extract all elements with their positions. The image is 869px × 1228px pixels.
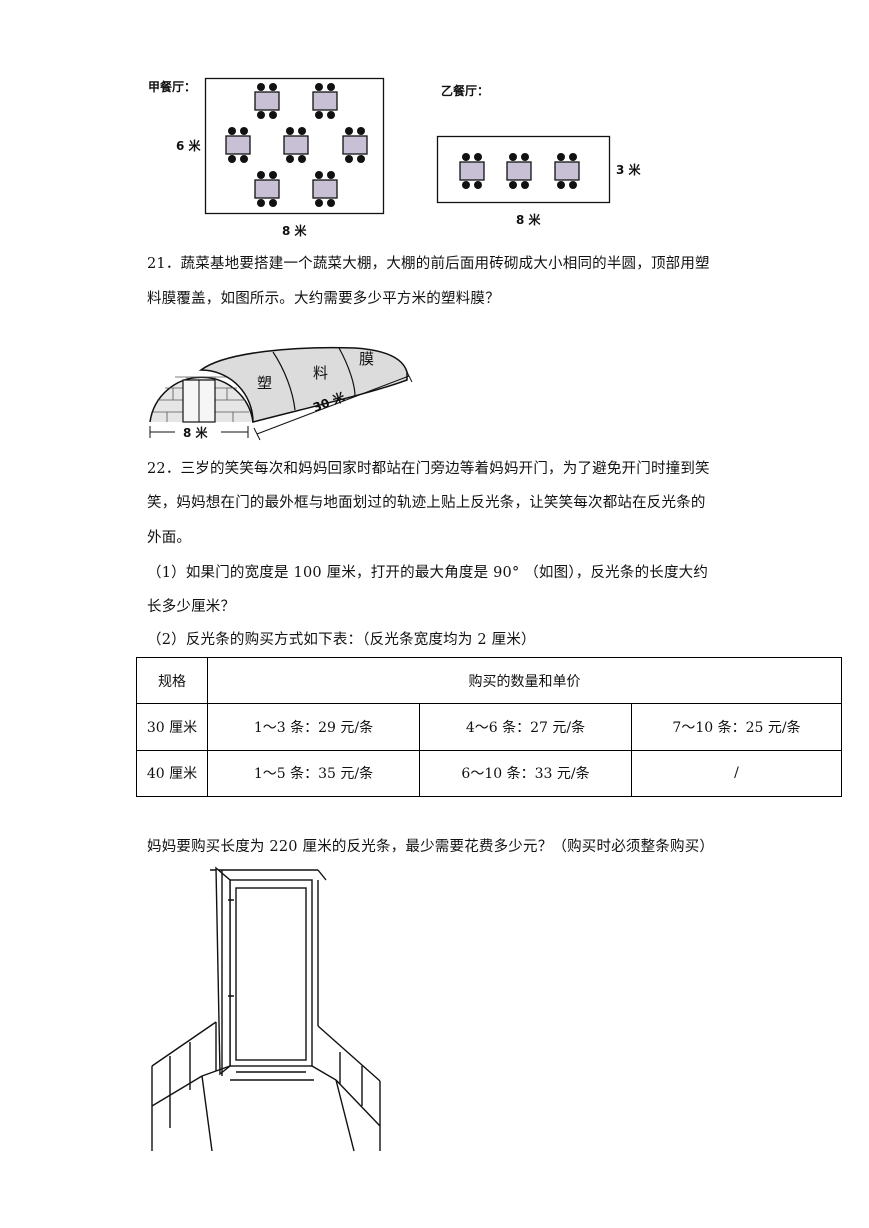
table-row: 40 厘米 1～5 条：35 元/条 6～10 条：33 元/条 / xyxy=(136,749,842,798)
q22-sub1-line2: 长多少厘米？ xyxy=(147,599,236,615)
price-table: 规格 购买的数量和单价 30 厘米 1～3 条：29 元/条 4～6 条：27 … xyxy=(136,656,842,798)
restaurant-b-floorplan xyxy=(436,135,611,204)
restaurant-a-height-label: 6 米 xyxy=(176,139,201,153)
table-header-price: 购买的数量和单价 xyxy=(207,656,842,705)
q21-text-line1: 21．蔬菜基地要搭建一个蔬菜大棚，大棚的前后面用砖砌成大小相同的半圆，顶部用塑 xyxy=(147,256,710,272)
table-row: 规格 购买的数量和单价 xyxy=(136,656,842,705)
table-with-chairs-icon xyxy=(459,153,485,189)
restaurant-b-width-label: 8 米 xyxy=(516,213,541,227)
table-cell-spec: 40 厘米 xyxy=(136,749,208,798)
restaurant-b-title: 乙餐厅： xyxy=(441,84,490,98)
table-cell: 6～10 条：33 元/条 xyxy=(419,749,632,798)
q22-sub2: （2）反光条的购买方式如下表：（反光条宽度均为 2 厘米） xyxy=(147,632,536,648)
table-row: 30 厘米 1～3 条：29 元/条 4～6 条：27 元/条 7～10 条：2… xyxy=(136,703,842,751)
table-with-chairs-icon xyxy=(342,127,368,163)
table-with-chairs-icon xyxy=(254,83,280,119)
q22-final-question: 妈妈要购买长度为 220 厘米的反光条，最少需要花费多少元？（购买时必须整条购买… xyxy=(147,839,715,855)
q22-text-line3: 外面。 xyxy=(147,530,192,546)
restaurant-a-title: 甲餐厅： xyxy=(148,80,197,94)
table-with-chairs-icon xyxy=(506,153,532,189)
table-cell: 1～5 条：35 元/条 xyxy=(207,749,420,798)
restaurant-a-width-label: 8 米 xyxy=(282,224,307,238)
greenhouse-width-label: 8 米 xyxy=(183,425,209,440)
table-with-chairs-icon xyxy=(225,127,251,163)
greenhouse-illustration: 塑 料 膜 8 米 30 米 xyxy=(149,346,413,441)
q21-text-line2: 料膜覆盖，如图所示。大约需要多少平方米的塑料膜？ xyxy=(147,291,500,307)
table-header-spec: 规格 xyxy=(136,656,208,705)
q22-text-line2: 笑，妈妈想在门的最外框与地面划过的轨迹上贴上反光条，让笑笑每次都站在反光条的 xyxy=(147,495,706,511)
restaurant-b-height-label: 3 米 xyxy=(616,163,641,177)
q22-sub1-line1: （1）如果门的宽度是 100 厘米，打开的最大角度是 90° （如图），反光条的… xyxy=(147,565,709,581)
door-illustration xyxy=(151,866,381,1152)
table-cell: 7～10 条：25 元/条 xyxy=(631,703,842,751)
film-char-3: 膜 xyxy=(359,350,374,368)
restaurant-a-floorplan xyxy=(204,77,385,215)
table-with-chairs-icon xyxy=(283,127,309,163)
table-cell: 1～3 条：29 元/条 xyxy=(207,703,420,751)
film-char-2: 料 xyxy=(313,364,328,382)
table-cell: 4～6 条：27 元/条 xyxy=(419,703,632,751)
table-with-chairs-icon xyxy=(554,153,580,189)
table-cell-spec: 30 厘米 xyxy=(136,703,208,751)
film-char-1: 塑 xyxy=(257,374,272,392)
q22-text-line1: 22．三岁的笑笑每次和妈妈回家时都站在门旁边等着妈妈开门，为了避免开门时撞到笑 xyxy=(147,461,710,477)
table-with-chairs-icon xyxy=(312,83,338,119)
table-with-chairs-icon xyxy=(312,171,338,207)
table-cell: / xyxy=(631,749,842,798)
table-with-chairs-icon xyxy=(254,171,280,207)
